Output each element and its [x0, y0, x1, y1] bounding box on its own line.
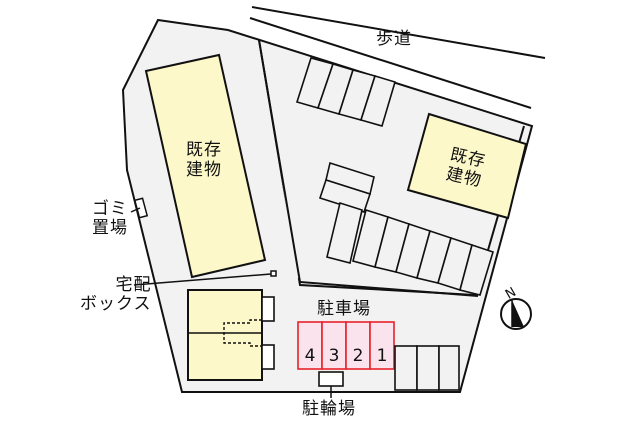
sidewalk-line-outer: [251, 6, 546, 59]
delivery-label-line1: 宅配: [115, 275, 152, 295]
building-label-line1: 既存: [186, 140, 222, 160]
bicycle-parking-box: [318, 371, 344, 387]
parking-row-bottom: [394, 345, 460, 391]
sidewalk-label: 歩道: [376, 29, 412, 49]
garbage-label-line2: 置場: [92, 218, 128, 238]
parking-label: 駐車場: [317, 299, 371, 319]
compass-icon: [500, 298, 532, 330]
parking-row-middle: [318, 161, 494, 296]
parking-space-1: 1: [376, 346, 388, 366]
building-label-line2: 建物: [186, 160, 222, 180]
new-building: [187, 289, 275, 381]
garbage-area-label: ゴミ 置場: [92, 200, 128, 238]
delivery-label-line2: ボックス: [80, 294, 152, 314]
garbage-label-line1: ゴミ: [92, 199, 128, 219]
parking-space-2: 2: [352, 346, 364, 366]
sidewalk-line-inner: [249, 17, 532, 109]
delivery-box-label: 宅配 ボックス: [80, 276, 152, 314]
bicycle-parking-label: 駐輪場: [302, 399, 356, 419]
parking-space-3: 3: [328, 346, 340, 366]
existing-building-left-label: 既存 建物: [186, 140, 222, 180]
existing-building-right: [406, 112, 528, 220]
existing-building-left: [144, 53, 267, 279]
delivery-box-marker: [270, 270, 277, 277]
parking-spaces-highlighted: [297, 321, 395, 370]
parking-row-top: [295, 57, 396, 127]
parking-space-4: 4: [304, 346, 316, 366]
